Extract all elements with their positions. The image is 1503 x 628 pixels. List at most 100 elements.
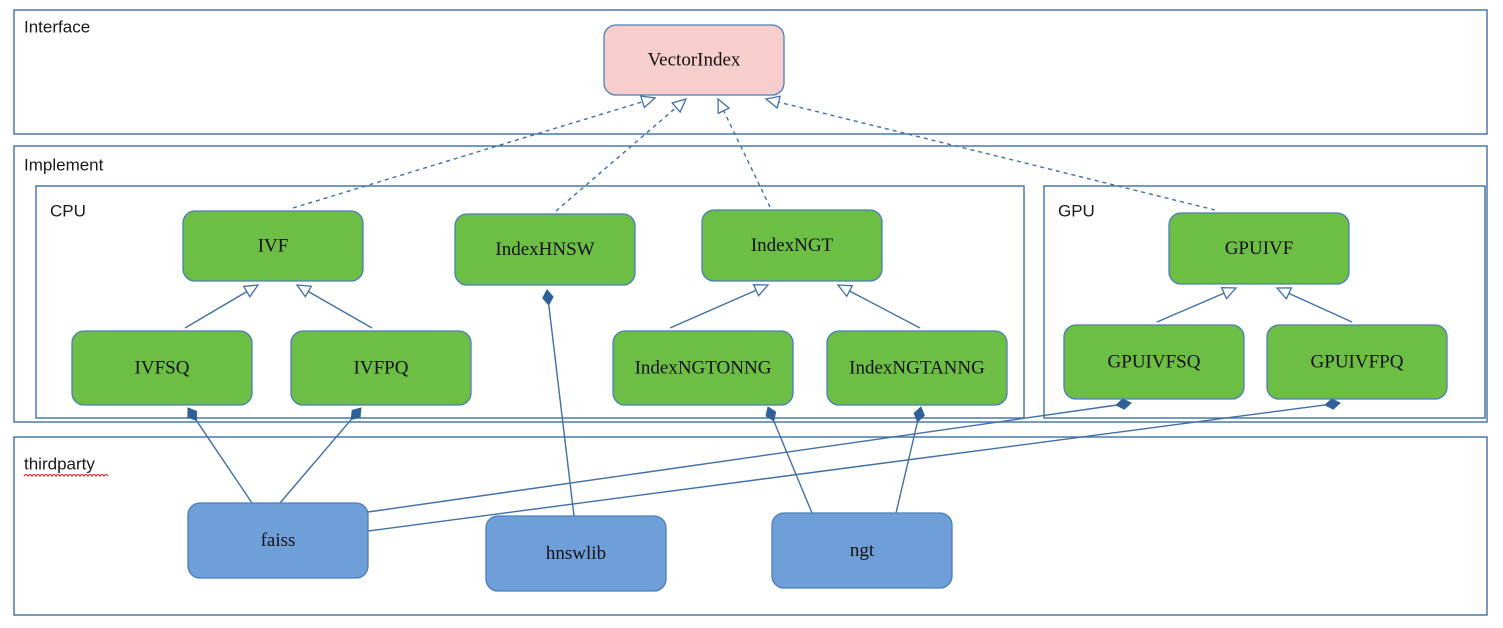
edge-line-ngt-composes-indexngtonng xyxy=(773,420,813,514)
node-ivfsq[interactable]: IVFSQ xyxy=(71,330,253,406)
edge-line-ngt-composes-indexngtanng xyxy=(895,421,919,514)
node-indexhnsw[interactable]: IndexHNSW xyxy=(454,213,636,286)
node-label-gpuivfpq: GPUIVFPQ xyxy=(1311,351,1404,372)
edge-line-faiss-composes-gpuivfsq xyxy=(367,404,1117,513)
edge-line-indexngtonng-extends-indexngt xyxy=(669,289,757,329)
node-hnswlib[interactable]: hnswlib xyxy=(485,515,667,592)
node-label-indexngt: IndexNGT xyxy=(751,235,834,256)
arrowhead-hollow-triangle xyxy=(764,95,781,110)
node-ivfpq[interactable]: IVFPQ xyxy=(290,330,472,406)
node-label-hnswlib: hnswlib xyxy=(546,543,606,564)
node-box-faiss[interactable] xyxy=(187,502,369,579)
node-faiss[interactable]: faiss xyxy=(187,502,369,579)
node-label-indexngtanng: IndexNGTANNG xyxy=(849,357,985,378)
arrowhead-filled-diamond xyxy=(1115,398,1132,410)
edge-gpuivf-realizes-vectorindex xyxy=(764,95,1216,211)
edge-gpuivfpq-extends-gpuivf xyxy=(1275,287,1353,323)
arrowhead-hollow-triangle xyxy=(1275,287,1293,301)
edge-indexngtanng-extends-indexngt xyxy=(836,284,921,329)
node-label-ivfsq: IVFSQ xyxy=(135,357,190,378)
node-box-ivfpq[interactable] xyxy=(290,330,472,406)
arrowhead-hollow-triangle xyxy=(639,95,657,109)
node-box-indexngt[interactable] xyxy=(701,209,883,282)
edge-line-ivfsq-extends-ivf xyxy=(184,290,248,329)
node-label-vectorindex: VectorIndex xyxy=(648,49,741,70)
node-box-ivfsq[interactable] xyxy=(71,330,253,406)
node-box-ivf[interactable] xyxy=(182,210,364,282)
edge-ivfsq-extends-ivf xyxy=(184,284,260,329)
spellcheck-underline-thirdparty xyxy=(23,473,109,478)
edge-hnswlib-composes-indexhnsw xyxy=(542,289,575,517)
node-box-ngt[interactable] xyxy=(771,512,953,589)
edge-ivf-realizes-vectorindex xyxy=(292,95,657,209)
node-label-ngt: ngt xyxy=(850,540,875,561)
node-label-gpuivf: GPUIVF xyxy=(1225,238,1294,259)
node-gpuivfpq[interactable]: GPUIVFPQ xyxy=(1266,324,1448,400)
container-label-interface: Interface xyxy=(24,17,90,36)
node-indexngtanng[interactable]: IndexNGTANNG xyxy=(826,330,1008,406)
node-box-vectorindex[interactable] xyxy=(603,24,785,96)
edge-line-gpuivfpq-extends-gpuivf xyxy=(1288,292,1353,323)
arrowhead-filled-diamond xyxy=(1324,398,1341,410)
node-box-gpuivfsq[interactable] xyxy=(1063,324,1245,400)
edge-layer xyxy=(184,95,1353,532)
arrowhead-hollow-triangle xyxy=(295,284,313,298)
node-box-gpuivfpq[interactable] xyxy=(1266,324,1448,400)
arrowhead-hollow-triangle xyxy=(671,97,688,114)
edge-line-faiss-composes-ivfpq xyxy=(279,418,352,504)
edge-ngt-composes-indexngtonng xyxy=(765,406,813,514)
arrowhead-hollow-triangle xyxy=(836,284,854,298)
arrowhead-filled-diamond xyxy=(913,406,925,423)
node-label-indexhnsw: IndexHNSW xyxy=(495,239,594,260)
node-box-indexhnsw[interactable] xyxy=(454,213,636,286)
edge-indexhnsw-realizes-vectorindex xyxy=(555,97,688,212)
node-ngt[interactable]: ngt xyxy=(771,512,953,589)
node-indexngt[interactable]: IndexNGT xyxy=(701,209,883,282)
arrowhead-filled-diamond xyxy=(187,407,198,422)
edge-ivfpq-extends-ivf xyxy=(295,284,373,329)
edge-indexngt-realizes-vectorindex xyxy=(717,97,771,208)
node-label-faiss: faiss xyxy=(261,530,296,551)
edge-line-gpuivf-realizes-vectorindex xyxy=(778,101,1216,211)
node-box-gpuivf[interactable] xyxy=(1168,212,1350,285)
edge-faiss-composes-ivfsq xyxy=(187,407,253,504)
node-label-ivf: IVF xyxy=(258,235,289,256)
edge-line-indexngtanng-extends-indexngt xyxy=(849,290,921,329)
arrowhead-hollow-triangle xyxy=(717,97,731,115)
container-label-thirdparty: thirdparty xyxy=(24,454,95,473)
edge-ngt-composes-indexngtanng xyxy=(895,406,925,514)
edge-faiss-composes-gpuivfpq xyxy=(367,398,1341,532)
edge-line-ivfpq-extends-ivf xyxy=(307,290,373,329)
edge-faiss-composes-ivfpq xyxy=(279,407,362,504)
node-gpuivf[interactable]: GPUIVF xyxy=(1168,212,1350,285)
container-label-implement: Implement xyxy=(24,155,104,174)
node-label-indexngtonng: IndexNGTONNG xyxy=(635,357,772,378)
node-gpuivfsq[interactable]: GPUIVFSQ xyxy=(1063,324,1245,400)
edge-line-gpuivfsq-extends-gpuivf xyxy=(1156,292,1225,323)
arrowhead-hollow-triangle xyxy=(1220,286,1238,300)
edge-line-faiss-composes-ivfsq xyxy=(195,420,253,504)
arrowhead-hollow-triangle xyxy=(242,284,260,298)
edge-line-hnswlib-composes-indexhnsw xyxy=(548,304,575,517)
node-label-ivfpq: IVFPQ xyxy=(354,357,409,378)
node-ivf[interactable]: IVF xyxy=(182,210,364,282)
edge-line-indexngt-realizes-vectorindex xyxy=(723,110,771,208)
node-box-indexngtonng[interactable] xyxy=(612,330,794,406)
edge-gpuivfsq-extends-gpuivf xyxy=(1156,286,1238,323)
arrowhead-filled-diamond xyxy=(765,406,777,422)
container-label-gpu: GPU xyxy=(1058,201,1095,220)
node-vectorindex[interactable]: VectorIndex xyxy=(603,24,785,96)
edge-faiss-composes-gpuivfsq xyxy=(367,398,1132,513)
edge-indexngtonng-extends-indexngt xyxy=(669,284,770,329)
arrowhead-hollow-triangle xyxy=(752,284,770,297)
node-box-hnswlib[interactable] xyxy=(485,515,667,592)
edge-line-ivf-realizes-vectorindex xyxy=(292,101,643,209)
container-label-cpu: CPU xyxy=(50,201,86,220)
node-indexngtonng[interactable]: IndexNGTONNG xyxy=(612,330,794,406)
edge-line-indexhnsw-realizes-vectorindex xyxy=(555,106,677,212)
arrowhead-filled-diamond xyxy=(350,407,362,421)
node-box-indexngtanng[interactable] xyxy=(826,330,1008,406)
